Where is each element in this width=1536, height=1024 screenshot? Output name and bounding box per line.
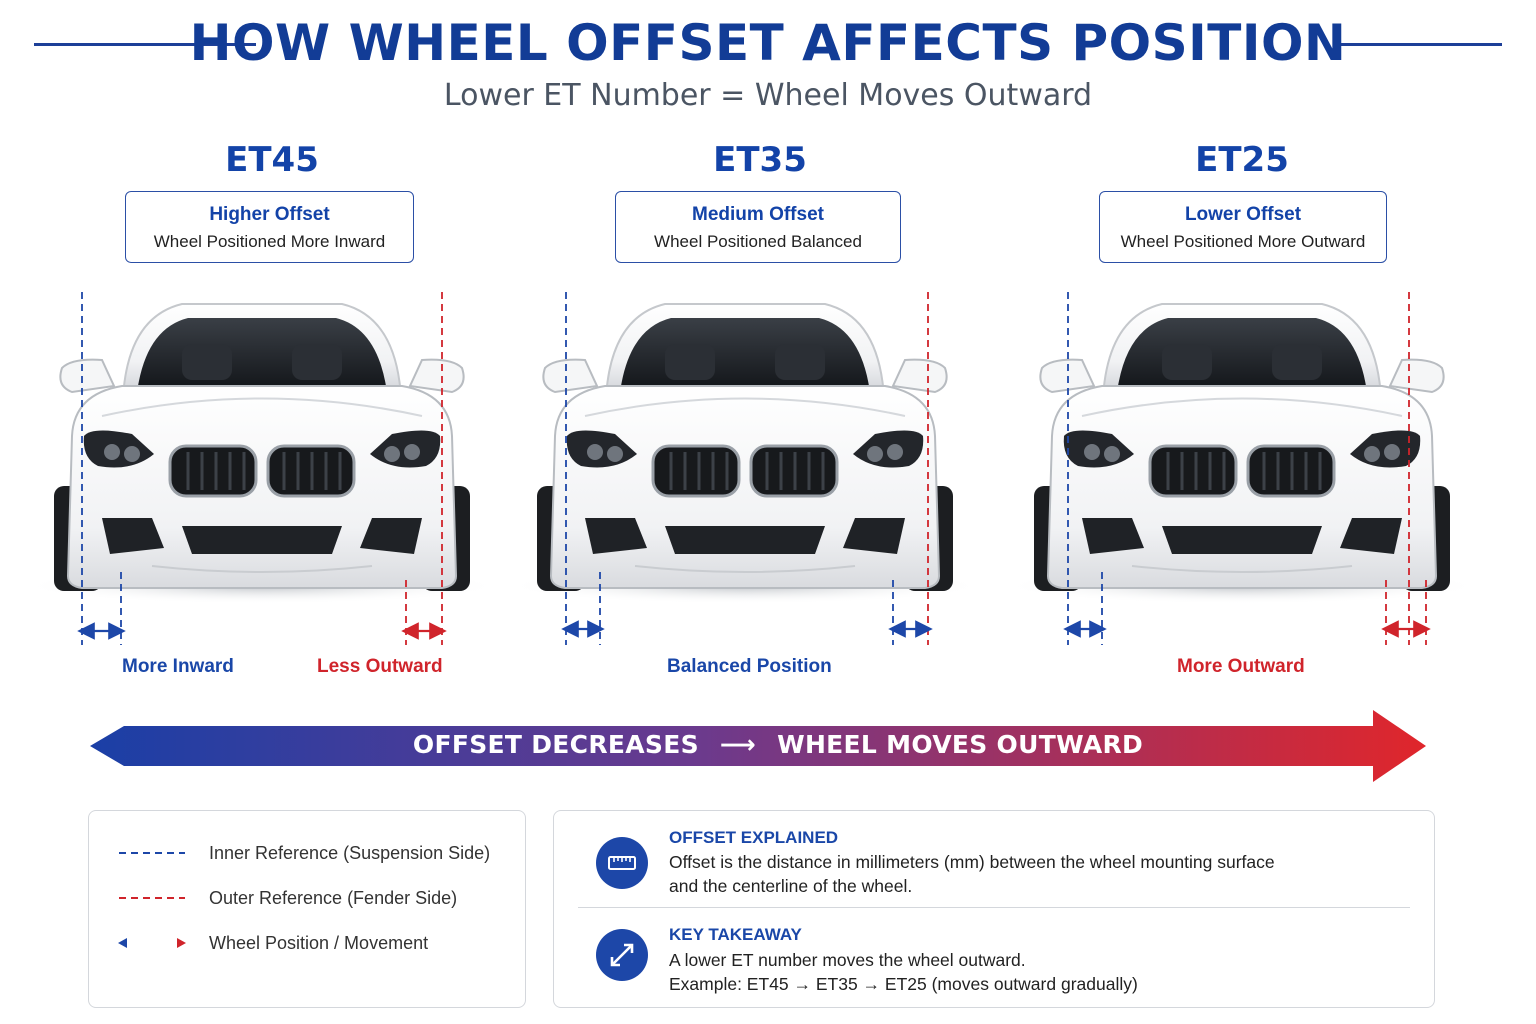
position-label-more-inward: More Inward (122, 656, 234, 677)
offset-direction-text: OFFSET DECREASES ⟶ WHEEL MOVES OUTWARD (0, 730, 1536, 759)
offset-box-title: Medium Offset (692, 204, 824, 225)
expand-arrow-icon (596, 929, 648, 981)
legend-label: Inner Reference (Suspension Side) (209, 842, 491, 863)
explanation-line: and the centerline of the wheel. (669, 876, 913, 896)
legend-panel: Inner Reference (Suspension Side) Outer … (88, 810, 526, 1008)
explanation-title: OFFSET EXPLAINED (669, 828, 839, 847)
arrow-glyph: ⟶ (719, 730, 757, 759)
offset-info-box-medium: Medium Offset Wheel Positioned Balanced (615, 191, 901, 263)
position-label-less-outward: Less Outward (317, 656, 443, 677)
legend-item-outer-reference: Outer Reference (Fender Side) (117, 883, 457, 913)
double-arrow-icon (118, 938, 186, 948)
offset-info-box-higher: Higher Offset Wheel Positioned More Inwa… (125, 191, 414, 263)
red-dashed-line-icon (119, 897, 185, 899)
explanation-text: A lower ET number moves the wheel outwar… (669, 948, 1138, 996)
legend-item-inner-reference: Inner Reference (Suspension Side) (117, 838, 490, 868)
page-subtitle: Lower ET Number = Wheel Moves Outward (443, 78, 1093, 113)
explanation-text: Offset is the distance in millimeters (m… (669, 850, 1275, 898)
explanation-line: Example: ET45 → ET35 → ET25 (moves outwa… (669, 974, 1138, 994)
explanation-line: A lower ET number moves the wheel outwar… (669, 950, 1026, 970)
et-label-25: ET25 (1195, 140, 1289, 180)
et-label-35: ET35 (713, 140, 807, 180)
arrow-text-right: WHEEL MOVES OUTWARD (777, 730, 1144, 759)
legend-label: Wheel Position / Movement (209, 932, 429, 953)
position-label-more-outward: More Outward (1177, 656, 1305, 677)
arrow-text-left: OFFSET DECREASES (412, 730, 699, 759)
offset-box-text: Wheel Positioned More Inward (153, 232, 386, 251)
panel-divider (578, 907, 1410, 908)
offset-direction-arrow (90, 710, 1426, 782)
offset-box-text: Wheel Positioned More Outward (1120, 232, 1366, 251)
title-rule-left (34, 43, 256, 46)
explanation-panel: OFFSET EXPLAINED Offset is the distance … (553, 810, 1435, 1008)
offset-box-title: Higher Offset (209, 204, 330, 225)
page-title: HOW WHEEL OFFSET AFFECTS POSITION (189, 14, 1347, 72)
offset-box-text: Wheel Positioned Balanced (654, 232, 862, 251)
title-rule-right (1340, 43, 1502, 46)
legend-item-wheel-movement: Wheel Position / Movement (117, 928, 428, 958)
position-label-balanced: Balanced Position (667, 656, 832, 677)
offset-box-title: Lower Offset (1184, 204, 1302, 225)
blue-dashed-line-icon (119, 852, 185, 854)
ruler-icon (596, 837, 648, 889)
explanation-line: Offset is the distance in millimeters (m… (669, 852, 1275, 872)
offset-info-box-lower: Lower Offset Wheel Positioned More Outwa… (1099, 191, 1387, 263)
legend-label: Outer Reference (Fender Side) (209, 887, 458, 908)
et-label-45: ET45 (225, 140, 319, 180)
explanation-title: KEY TAKEAWAY (669, 925, 802, 944)
